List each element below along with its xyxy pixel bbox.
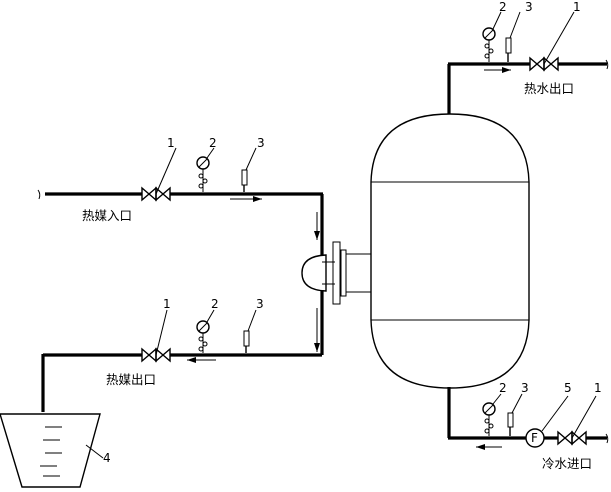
callout-valve-heat-outlet: 1 [163, 297, 171, 311]
flow-arrow-heat-outlet [187, 357, 216, 363]
flowmeter-symbol: F [531, 431, 538, 445]
pressure-gauge-hot-water [482, 11, 502, 62]
valve-hot-water-outlet [529, 11, 575, 72]
pressure-gauge-heat-outlet [196, 309, 215, 353]
hot-water-outlet-line [447, 59, 609, 114]
label-heat-medium-inlet: 热媒入口 [82, 208, 132, 223]
callout-gauge-heat-outlet: 2 [211, 297, 219, 311]
callout-gauge-hot-water: 2 [499, 0, 507, 14]
flow-arrow-cold-water [476, 444, 502, 450]
callout-flowmeter: 5 [564, 381, 572, 395]
pressure-gauge-heat-inlet [196, 147, 215, 192]
label-heat-medium-outlet: 热媒出口 [106, 372, 156, 387]
flow-arrow-heat-inlet [230, 196, 262, 202]
callout-thermometer-heat-outlet: 3 [256, 297, 264, 311]
valve-cold-water-inlet [557, 395, 597, 446]
heat-medium-outlet-line [41, 290, 324, 412]
callout-tank: 4 [103, 451, 111, 465]
heating-coil-head [301, 241, 372, 305]
callout-thermometer-heat-inlet: 3 [257, 136, 265, 150]
thermometer-cold-water [507, 393, 523, 436]
callout-valve-hot-water: 1 [573, 0, 581, 14]
heat-medium-inlet-line [37, 189, 324, 256]
flowmeter [525, 395, 569, 448]
flow-arrow-coil-down [314, 212, 320, 240]
label-cold-water-inlet: 冷水进口 [542, 456, 592, 471]
label-hot-water-outlet: 热水出口 [524, 81, 574, 96]
callout-thermometer-hot-water: 3 [525, 0, 533, 14]
flow-arrow-hot-water [484, 67, 511, 73]
thermometer-heat-inlet [241, 147, 257, 192]
valve-heat-outlet [141, 309, 171, 363]
cold-water-inlet-line [447, 387, 609, 444]
pressure-gauge-cold-water [482, 393, 502, 436]
valve-heat-inlet [141, 147, 177, 202]
callout-gauge-heat-inlet: 2 [209, 136, 217, 150]
callout-gauge-cold-water: 2 [499, 381, 507, 395]
flow-arrow-coil-return [314, 308, 320, 352]
collection-tank [0, 413, 104, 488]
thermometer-hot-water [505, 11, 521, 62]
callout-valve-cold-water: 1 [594, 381, 602, 395]
callout-valve-heat-inlet: 1 [167, 136, 175, 150]
water-heater-vessel [370, 113, 530, 389]
callout-thermometer-cold-water: 3 [521, 381, 529, 395]
thermometer-heat-outlet [243, 309, 257, 353]
